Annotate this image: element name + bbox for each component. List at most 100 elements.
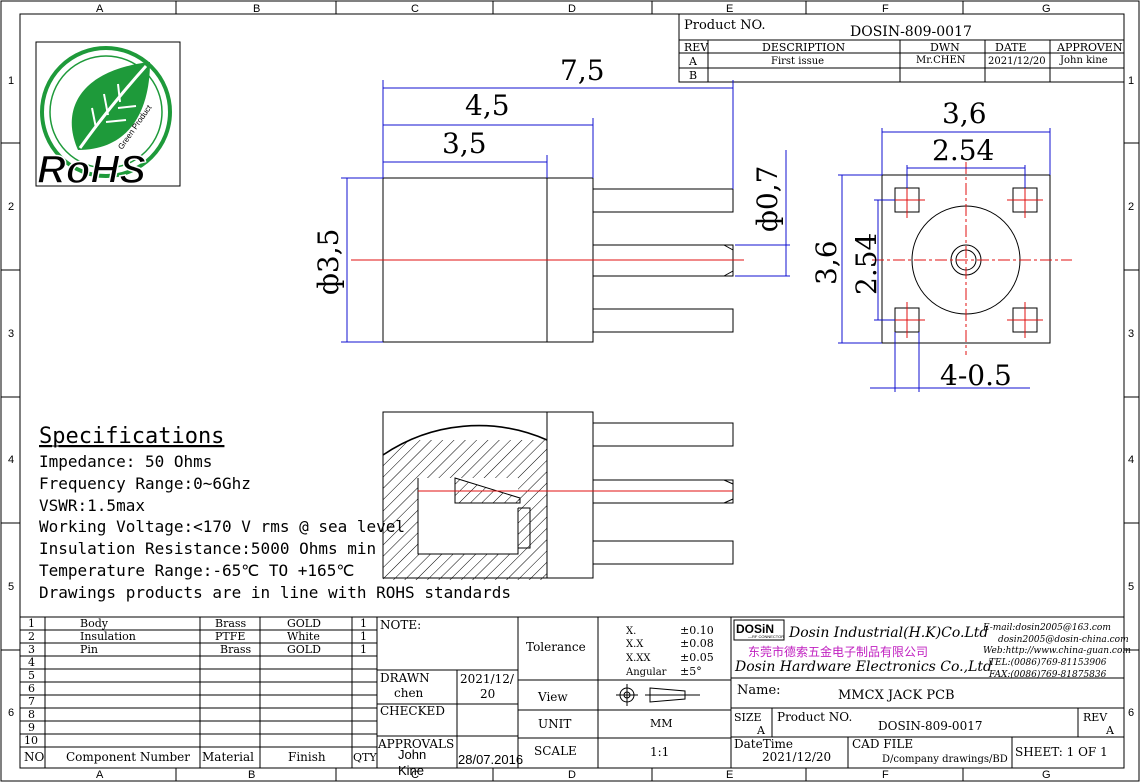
- tolerance-value: ±0.05: [680, 651, 714, 664]
- rev-a: A: [688, 55, 698, 68]
- bom-no: 5: [28, 669, 35, 682]
- drawn-date: 2021/12/: [460, 672, 515, 686]
- view-label: View: [537, 690, 568, 704]
- bom-no: 9: [28, 721, 35, 734]
- spec-frequency: Frequency Range:0~6Ghz: [39, 474, 251, 493]
- rohs-logo: Green Product RoHS: [35, 41, 181, 193]
- zone-row-label: 5: [1128, 581, 1134, 593]
- header-description: DESCRIPTION: [762, 41, 846, 54]
- zone-row-label: 1: [8, 75, 14, 87]
- bom-component: Body: [80, 617, 109, 630]
- company-name-en2: Dosin Hardware Electronics Co.,Ltd: [734, 659, 992, 675]
- zone-row-label: 4: [8, 454, 14, 466]
- notes-block: NOTE: DRAWN chen 2021/12/ 20 CHECKED APP…: [376, 616, 523, 778]
- spec-rohs: Drawings products are in line with ROHS …: [39, 583, 511, 602]
- specifications: Specifications Impedance: 50 Ohms Freque…: [39, 424, 511, 602]
- specifications-title: Specifications: [39, 424, 224, 449]
- product-no-label: Product NO.: [684, 18, 766, 33]
- dim-overall-length: 7,5: [560, 54, 605, 87]
- company-tel: TEL:(0086)769-81153906: [989, 657, 1107, 668]
- zone-row-label: 6: [8, 707, 14, 719]
- approvals-name: John: [398, 747, 426, 762]
- company-fax: FAX:(0086)769-81875836: [988, 669, 1107, 680]
- zone-col-label: C: [411, 769, 419, 781]
- zone-row-label: 3: [1128, 328, 1134, 340]
- company-name-en: Dosin Industrial(H.K)Co.Ltd: [788, 625, 988, 641]
- bom-finish: GOLD: [287, 617, 321, 630]
- bom-header-component: Component Number: [66, 750, 190, 764]
- bom-no: 6: [28, 682, 35, 695]
- bom-no: 3: [28, 643, 35, 656]
- zone-col-label: D: [568, 3, 576, 15]
- spec-temperature: Temperature Range:-65℃ TO +165℃: [39, 561, 354, 580]
- spec-voltage: Working Voltage:<170 V rms @ sea level: [39, 517, 405, 536]
- zone-col-label: A: [96, 3, 104, 15]
- bom-no: 7: [28, 695, 35, 708]
- dim-pin-spacing-v: 2.54: [850, 233, 883, 295]
- bom-table: 1 Body Brass GOLD 1 2 Insulation PTFE Wh…: [19, 616, 378, 769]
- tolerance-key: Angular: [625, 667, 667, 678]
- drawn-by: chen: [394, 686, 424, 700]
- spec-insulation: Insulation Resistance:5000 Ohms min: [39, 539, 376, 558]
- zone-col-label: E: [726, 3, 733, 15]
- zone-col-label: A: [96, 769, 104, 781]
- zone-row-label: 2: [1128, 201, 1134, 213]
- company-name-cn: 东莞市德索五金电子制品有限公司: [748, 644, 928, 659]
- cad-file-label: CAD FILE: [852, 737, 913, 751]
- rev-a-description: First issue: [771, 56, 824, 67]
- bom-no: 2: [28, 630, 35, 643]
- unit-value: MM: [650, 717, 673, 730]
- dim-square-height: 3,6: [810, 240, 843, 285]
- bom-component: Insulation: [80, 630, 136, 643]
- bom-no: 10: [24, 734, 38, 747]
- zone-col-label: C: [411, 3, 419, 15]
- approvals-date: 28/07.2016: [458, 752, 523, 767]
- rev-a-date: 2021/12/20: [988, 56, 1046, 67]
- rev-b: B: [689, 69, 697, 82]
- rev-a-approven: John kine: [1059, 55, 1108, 66]
- projection-symbol-icon: [616, 684, 700, 706]
- product-no-value: DOSIN-809-0017: [850, 24, 972, 40]
- bom-no: 8: [28, 708, 35, 721]
- rev-value: A: [1105, 724, 1115, 737]
- bom-no: 4: [28, 656, 35, 669]
- scale-label: SCALE: [534, 744, 577, 758]
- bom-component: Pin: [80, 643, 98, 656]
- dim-housing-length: 3,5: [442, 127, 487, 160]
- dosin-logo-sub: —RF CONNECTOR: [748, 634, 784, 639]
- bom-qty: 1: [360, 643, 367, 656]
- dim-pin-diameter: ф0,7: [751, 166, 784, 232]
- datetime-value: 2021/12/20: [762, 750, 831, 764]
- size-label: SIZE: [734, 711, 762, 724]
- bom-material: PTFE: [215, 630, 245, 643]
- sheet-label: SHEET: 1 OF 1: [1015, 745, 1108, 759]
- zone-col-label: B: [253, 3, 260, 15]
- zone-row-label: 3: [8, 328, 14, 340]
- bom-header-no: NO: [24, 750, 45, 764]
- front-view: 3,6 2.54 3,6 2.54 4-0.5: [810, 97, 1072, 392]
- zone-col-label: D: [568, 769, 576, 781]
- company-web: Web:http://www.china-guan.com: [983, 646, 1131, 656]
- dim-holes: 4-0.5: [940, 359, 1012, 392]
- tolerance-block: Tolerance X. ±0.10 X.X ±0.08 X.XX ±0.05 …: [517, 616, 732, 769]
- tolerance-label: Tolerance: [526, 640, 586, 654]
- size-value: A: [756, 724, 766, 737]
- zone-col-label: B: [248, 769, 255, 781]
- bom-no: 1: [28, 617, 35, 630]
- tolerance-key: X.XX: [626, 653, 651, 664]
- product-no-bottom: DOSIN-809-0017: [878, 719, 982, 733]
- side-view: 7,5 4,5 3,5 ф3,5 ф0,7: [312, 54, 790, 343]
- spec-vswr: VSWR:1.5max: [39, 496, 145, 515]
- scale-value: 1:1: [650, 745, 669, 759]
- tolerance-value: ±0.08: [680, 637, 714, 650]
- cad-file-value: D/company drawings/BD: [882, 754, 1008, 765]
- approvals-name-line2: Kine: [398, 763, 424, 778]
- dim-square-width: 3,6: [942, 97, 987, 130]
- bom-finish: GOLD: [287, 643, 321, 656]
- bom-header-qty: QTY: [353, 751, 377, 764]
- checked-label: CHECKED: [380, 704, 445, 718]
- product-name: MMCX JACK PCB: [838, 688, 955, 703]
- drawn-date-line2: 20: [480, 687, 495, 701]
- approvals-label: APPROVALS: [377, 737, 454, 751]
